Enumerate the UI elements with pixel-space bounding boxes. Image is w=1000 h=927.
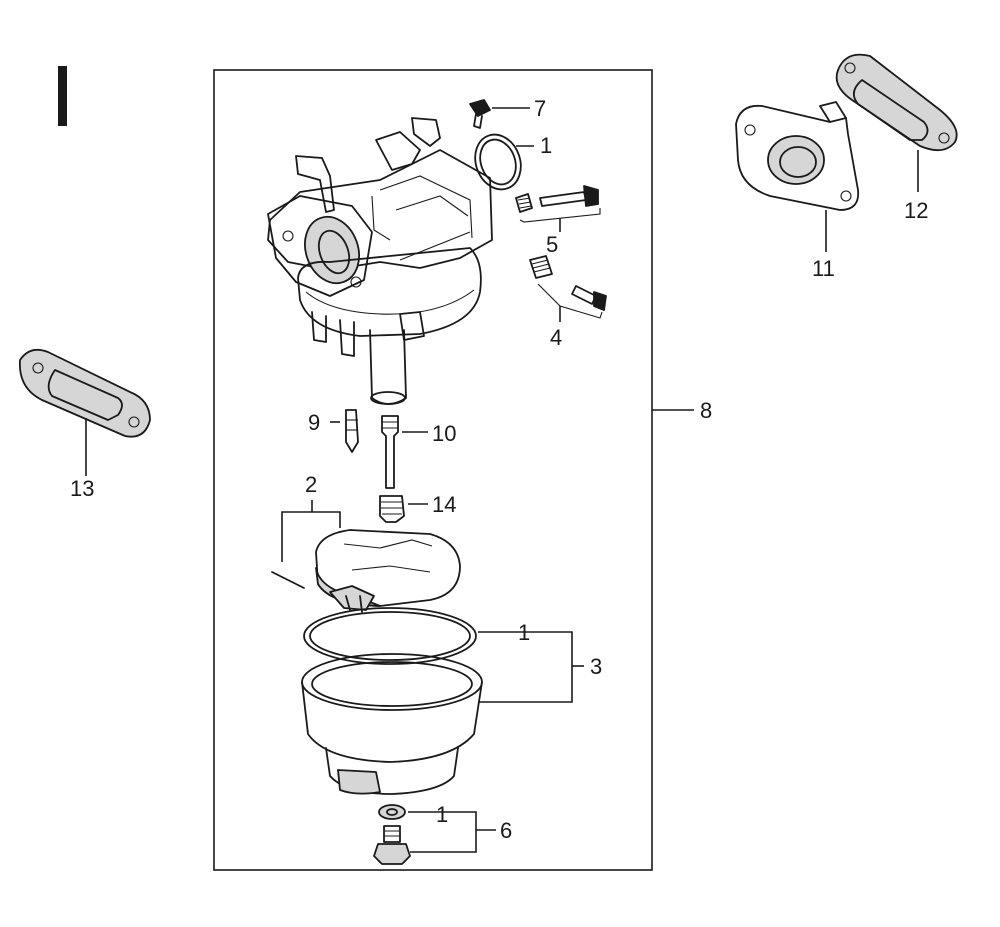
throttle-stop-screw-part-4 [529, 255, 607, 322]
callout-3: 3 [590, 654, 602, 679]
o-ring-part-1-top [474, 133, 534, 191]
screw-part-7 [469, 99, 530, 129]
gasket-part-12 [835, 53, 958, 192]
callout-1-top: 1 [540, 133, 552, 158]
callout-5: 5 [546, 232, 558, 257]
gasket-part-13 [19, 348, 151, 476]
callout-13: 13 [70, 476, 94, 501]
drain-screw-part-6 [373, 804, 496, 865]
callout-7: 7 [534, 96, 546, 121]
float-bowl-part-3 [301, 631, 584, 795]
main-nozzle-part-10 [381, 415, 428, 489]
callout-10: 10 [432, 421, 456, 446]
callout-11: 11 [812, 256, 835, 281]
pilot-screw-part-5 [515, 185, 601, 232]
section-marker [58, 66, 67, 126]
callout-4: 4 [550, 325, 562, 350]
bowl-gasket-part-1 [303, 607, 477, 665]
callout-12: 12 [904, 198, 928, 223]
callout-9: 9 [308, 410, 320, 435]
insulator-part-11 [735, 101, 860, 252]
main-jet-part-14 [379, 495, 428, 523]
callout-1-mid: 1 [518, 620, 530, 645]
callout-1-bot: 1 [436, 802, 448, 827]
callout-2: 2 [305, 472, 317, 497]
float-needle-part-9 [330, 409, 359, 453]
carburetor-body [267, 117, 493, 405]
assembly-frame [213, 69, 653, 871]
callout-14: 14 [432, 492, 456, 517]
callout-6: 6 [500, 818, 512, 843]
callout-8: 8 [700, 398, 712, 423]
